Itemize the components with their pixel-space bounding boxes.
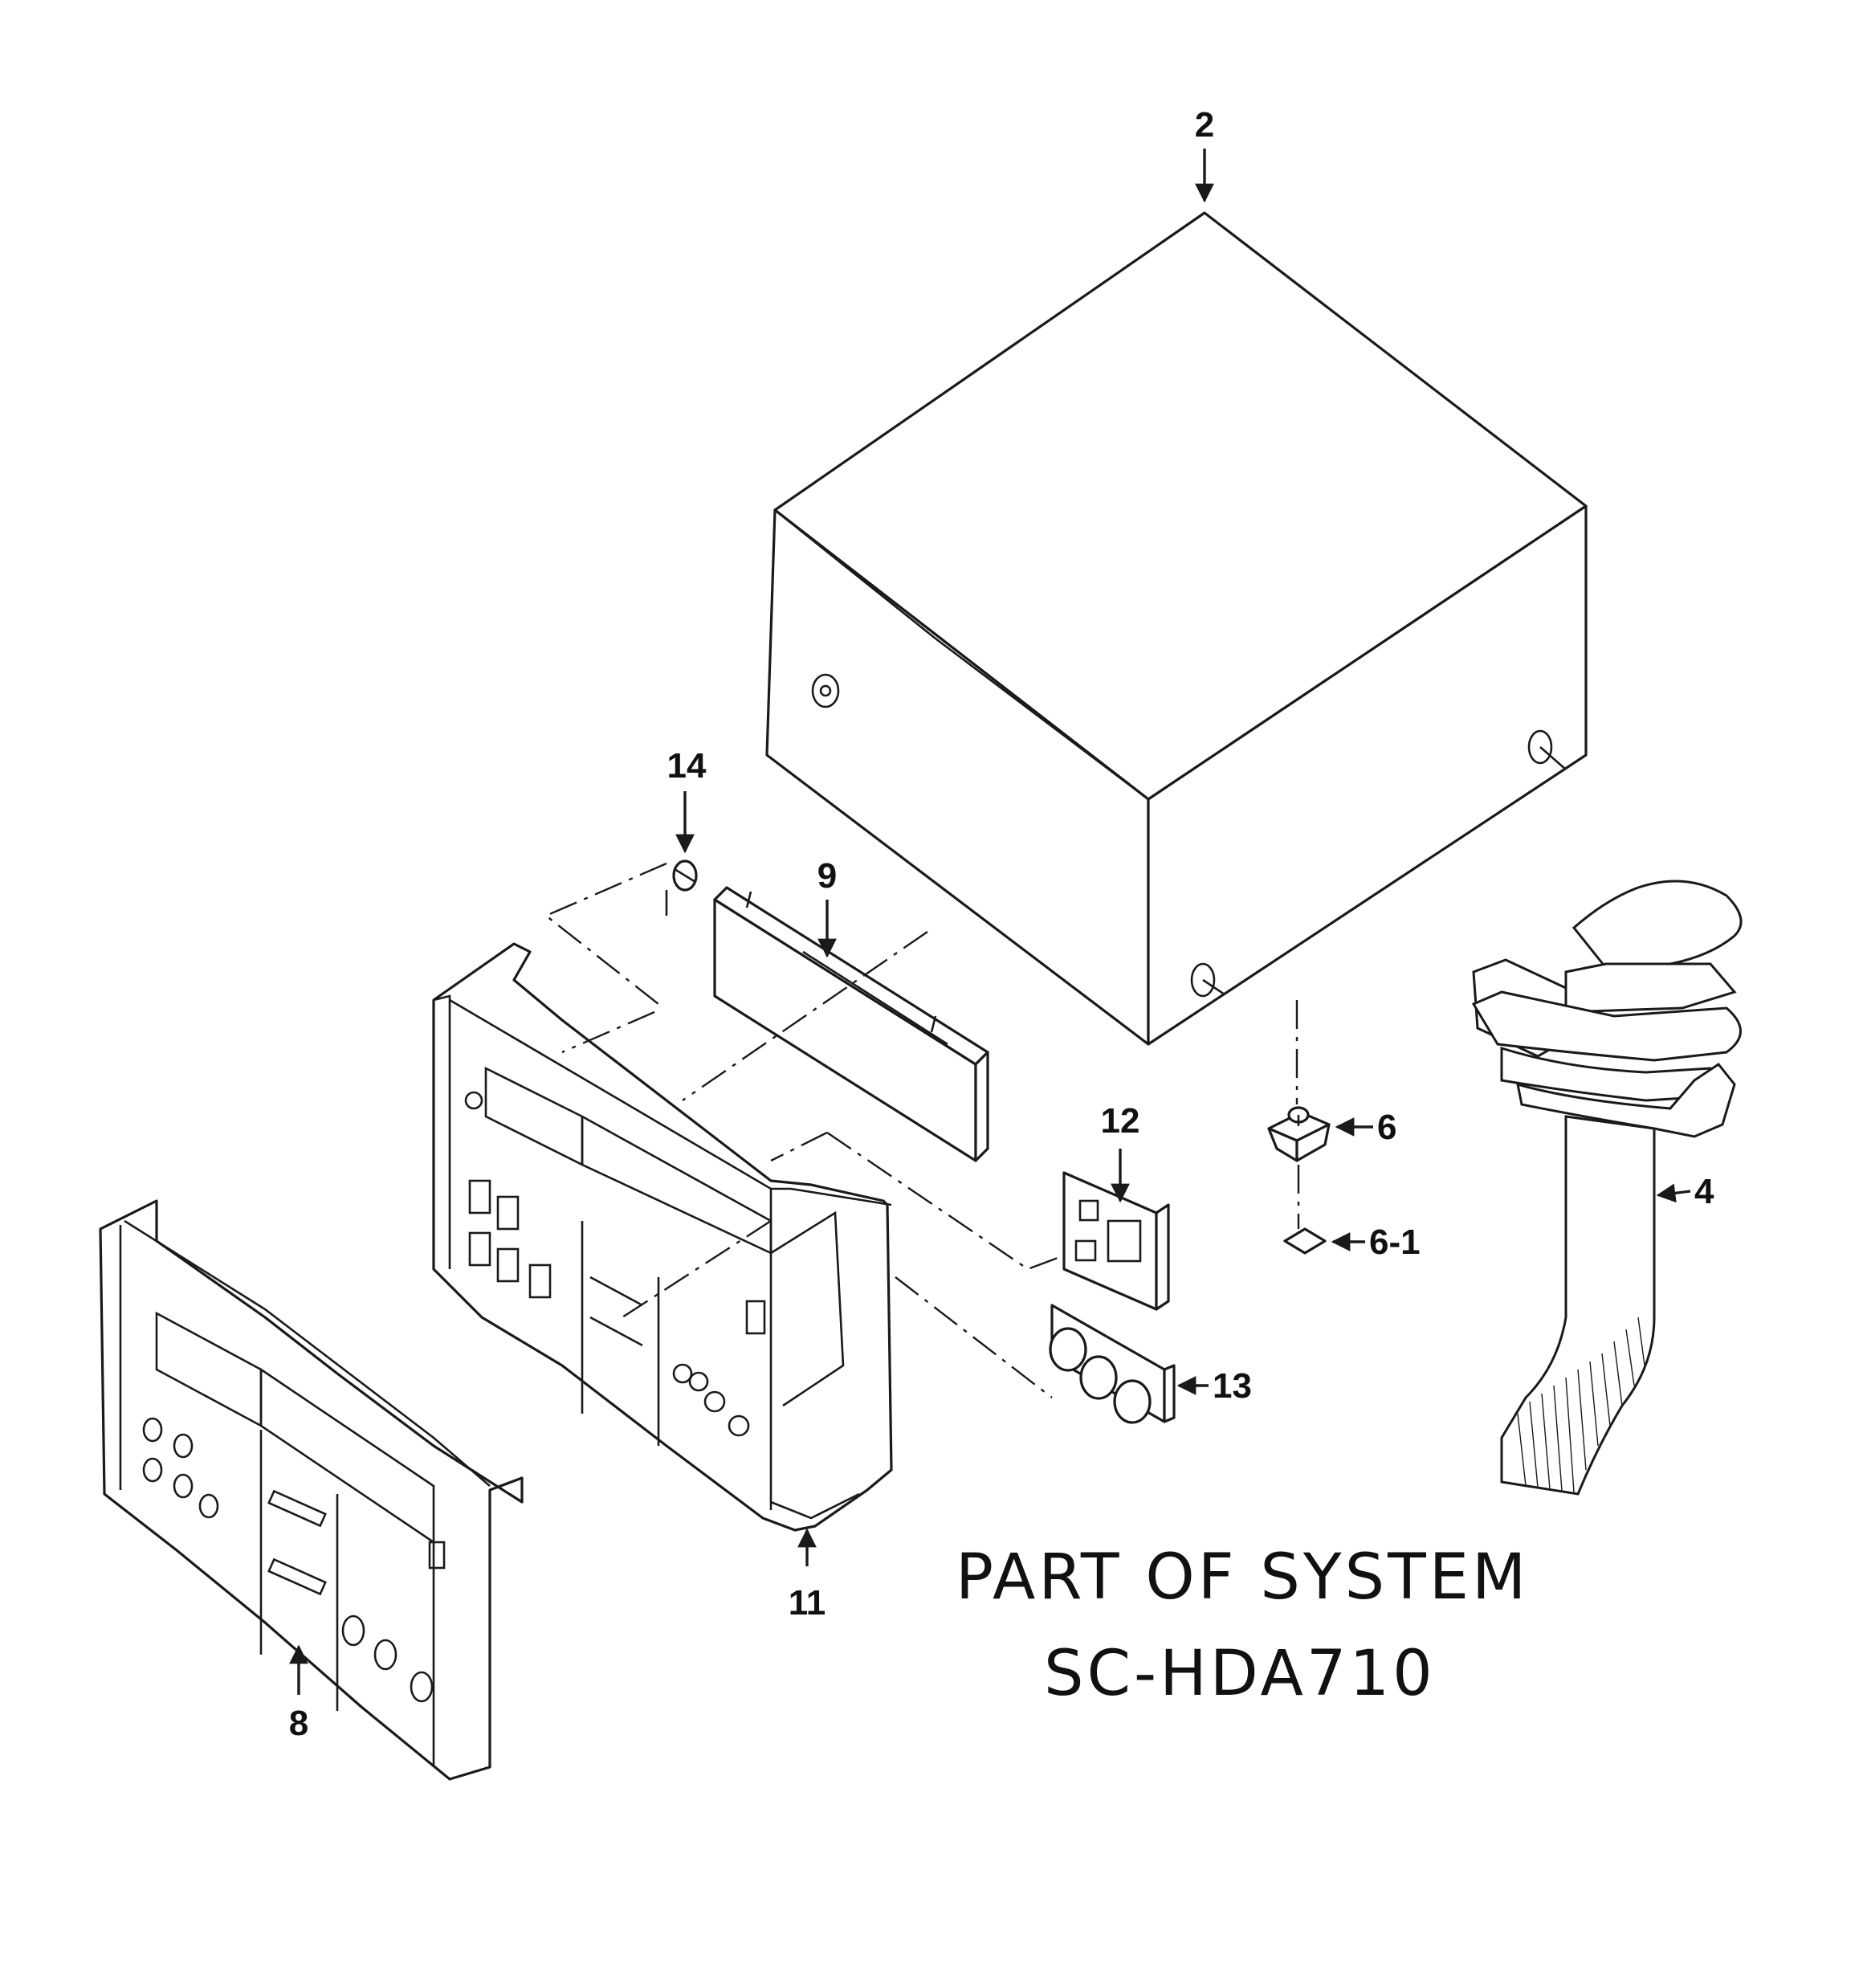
part-6-1-pad [1283, 1227, 1327, 1255]
part-4-ribbon-cable [1471, 880, 1743, 1496]
note-line-2: SC-HDA710 [1044, 1638, 1436, 1710]
part-9-circuit-board [713, 886, 989, 1162]
callout-11: 11 [789, 1583, 826, 1623]
callout-labels: 2 14 9 12 6 4 6-1 13 11 8 [289, 105, 1714, 1743]
callout-8: 8 [289, 1704, 308, 1743]
callout-13: 13 [1213, 1366, 1252, 1406]
callout-6: 6 [1377, 1108, 1396, 1147]
handwritten-note: PART OF SYSTEM SC-HDA710 [956, 1541, 1529, 1710]
part-11-front-chassis [432, 942, 893, 1532]
part-12-jack-board [1062, 1171, 1170, 1311]
leader-arrows [289, 149, 1691, 1695]
assembly-lines [544, 862, 1300, 1398]
part-8-front-panel [99, 1199, 524, 1781]
callout-12: 12 [1101, 1101, 1140, 1141]
part-6-foot [1267, 1106, 1331, 1162]
callout-9: 9 [817, 856, 837, 896]
callout-2: 2 [1195, 105, 1214, 145]
part-14-screw [665, 859, 698, 916]
callout-14: 14 [667, 746, 707, 786]
callout-6-1: 6-1 [1369, 1223, 1421, 1262]
part-2-top-cover [765, 211, 1588, 1046]
note-line-1: PART OF SYSTEM [956, 1541, 1529, 1614]
part-13-knob-board [1049, 1304, 1176, 1424]
callout-4: 4 [1694, 1172, 1714, 1211]
